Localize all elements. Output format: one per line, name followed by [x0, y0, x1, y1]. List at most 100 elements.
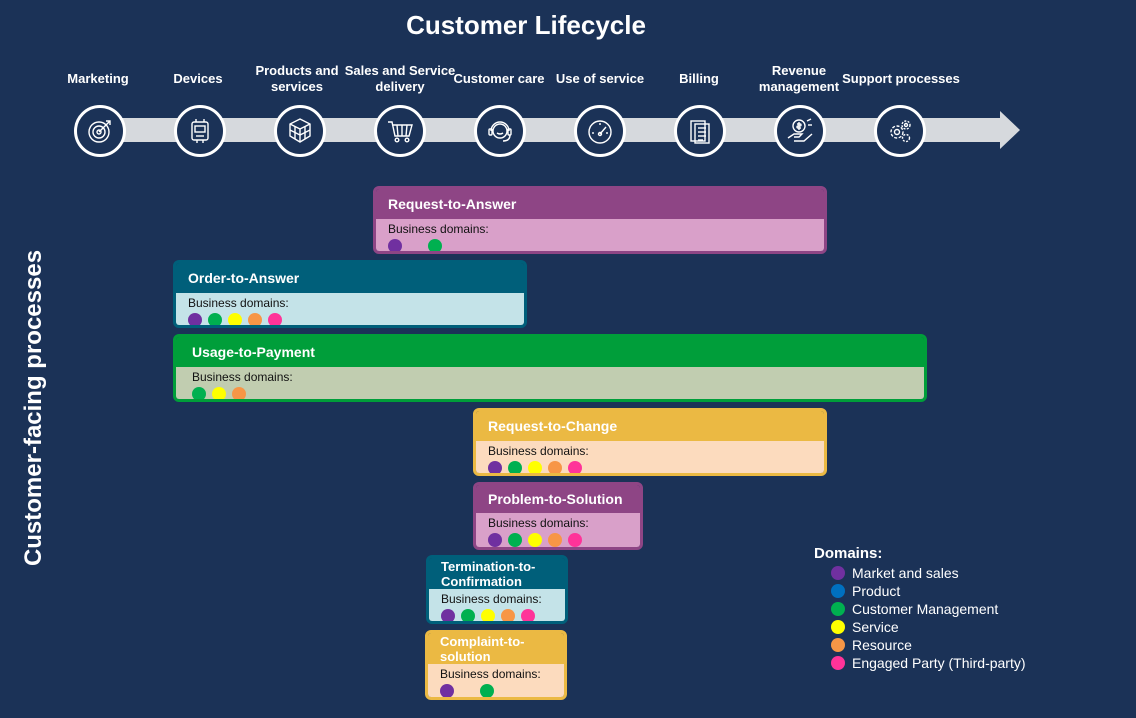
stage-label-marketing: Marketing	[67, 71, 129, 86]
legend-item-market-sales: Market and sales	[814, 564, 1026, 582]
legend-item-service: Service	[814, 618, 1026, 636]
router-icon	[174, 105, 226, 157]
domain-dot-engaged-party	[521, 609, 535, 621]
process-body: Business domains:	[176, 293, 524, 325]
legend-item-engaged-party: Engaged Party (Third-party)	[814, 654, 1026, 672]
legend-label: Product	[852, 583, 901, 599]
domain-dot-engaged-party	[268, 313, 282, 325]
process-order-to-answer: Order-to-Answer Business domains:	[173, 260, 527, 328]
domain-dot-market-sales	[441, 609, 455, 621]
domain-dot-market-sales	[488, 461, 502, 473]
stage-label-products: Products and services	[255, 63, 339, 94]
domain-dot-market-sales	[188, 313, 202, 325]
legend-dot	[831, 656, 845, 670]
process-body: Business domains:	[476, 441, 824, 473]
process-title: Usage-to-Payment	[176, 337, 924, 367]
process-title: Termination-to-Confirmation	[429, 558, 565, 589]
stage-label-support: Support processes	[842, 71, 960, 86]
domain-dots	[188, 313, 512, 325]
domain-dots	[441, 609, 553, 621]
legend-dot	[831, 566, 845, 580]
stage-label-customer-care: Customer care	[453, 71, 545, 86]
domain-dots	[388, 239, 812, 251]
stage-label-revenue: Revenue management	[758, 63, 840, 94]
business-domains-label: Business domains:	[388, 222, 489, 236]
domain-dot-customer-mgmt	[508, 533, 522, 547]
process-title: Complaint-to-solution	[428, 633, 564, 664]
domain-dot-engaged-party	[568, 533, 582, 547]
business-domains-label: Business domains:	[488, 444, 589, 458]
domain-dots	[192, 387, 912, 399]
lifecycle-arrow-head	[1000, 111, 1020, 149]
business-domains-label: Business domains:	[488, 516, 589, 530]
page-title: Customer Lifecycle	[406, 10, 646, 40]
process-title: Order-to-Answer	[176, 263, 524, 293]
legend-label: Engaged Party (Third-party)	[852, 655, 1026, 671]
domain-dot-customer-mgmt	[480, 684, 494, 697]
cubes-icon	[274, 105, 326, 157]
business-domains-label: Business domains:	[441, 592, 542, 606]
stage-label-sales: Sales and Service delivery	[344, 63, 456, 94]
legend-item-product: Product	[814, 582, 1026, 600]
stage-label-billing: Billing	[679, 71, 719, 86]
process-title: Problem-to-Solution	[476, 485, 640, 513]
legend-dot	[831, 584, 845, 598]
domain-dot-service	[528, 461, 542, 473]
domain-dot-service	[481, 609, 495, 621]
process-title: Request-to-Answer	[376, 189, 824, 219]
domain-dot-resource	[548, 461, 562, 473]
process-body: Business domains:	[429, 589, 565, 621]
domain-dot-customer-mgmt	[461, 609, 475, 621]
domain-dot-empty	[408, 239, 422, 251]
domain-dot-resource	[548, 533, 562, 547]
stage-label-use-of-service: Use of service	[555, 71, 645, 86]
target-icon	[74, 105, 126, 157]
process-body: Business domains:	[476, 513, 640, 547]
domain-dot-customer-mgmt	[192, 387, 206, 399]
process-body: Business domains:	[376, 219, 824, 251]
domain-dot-service	[528, 533, 542, 547]
legend-item-customer-management: Customer Management	[814, 600, 1026, 618]
business-domains-label: Business domains:	[188, 296, 289, 310]
process-termination-to-confirmation: Termination-to-Confirmation Business dom…	[426, 555, 568, 624]
stage-label-devices: Devices	[173, 71, 223, 86]
domain-dot-market-sales	[440, 684, 454, 697]
legend-label: Market and sales	[852, 565, 959, 581]
domain-dots	[488, 533, 628, 547]
legend-dot	[831, 620, 845, 634]
legend-label: Resource	[852, 637, 912, 653]
domain-dot-resource	[501, 609, 515, 621]
cart-icon	[374, 105, 426, 157]
domain-dot-resource	[232, 387, 246, 399]
gears-icon	[874, 105, 926, 157]
process-body: Business domains:	[176, 367, 924, 399]
domain-dot-engaged-party	[568, 461, 582, 473]
side-label: Customer-facing processes	[20, 249, 47, 567]
domain-dots	[488, 461, 812, 473]
domain-dots	[440, 684, 552, 697]
domain-dot-customer-mgmt	[208, 313, 222, 325]
domain-dot-market-sales	[488, 533, 502, 547]
lifecycle-arrow-bar	[100, 118, 1000, 142]
domain-dot-customer-mgmt	[428, 239, 442, 251]
legend-label: Service	[852, 619, 899, 635]
process-request-to-answer: Request-to-Answer Business domains:	[373, 186, 827, 254]
process-problem-to-solution: Problem-to-Solution Business domains:	[473, 482, 643, 550]
legend-dot	[831, 602, 845, 616]
domain-dot-resource	[248, 313, 262, 325]
invoice-icon	[674, 105, 726, 157]
domain-dot-customer-mgmt	[508, 461, 522, 473]
legend-item-resource: Resource	[814, 636, 1026, 654]
process-body: Business domains:	[428, 664, 564, 697]
money-hand-icon	[774, 105, 826, 157]
domain-dot-empty	[460, 684, 474, 697]
business-domains-label: Business domains:	[192, 370, 293, 384]
process-complaint-to-solution: Complaint-to-solution Business domains:	[425, 630, 567, 700]
legend: Domains: Market and sales Product Custom…	[814, 545, 1026, 672]
process-title: Request-to-Change	[476, 411, 824, 441]
process-request-to-change: Request-to-Change Business domains:	[473, 408, 827, 476]
legend-label: Customer Management	[852, 601, 999, 617]
legend-title: Domains:	[814, 545, 883, 562]
gauge-icon	[574, 105, 626, 157]
process-usage-to-payment: Usage-to-Payment Business domains:	[173, 334, 927, 402]
